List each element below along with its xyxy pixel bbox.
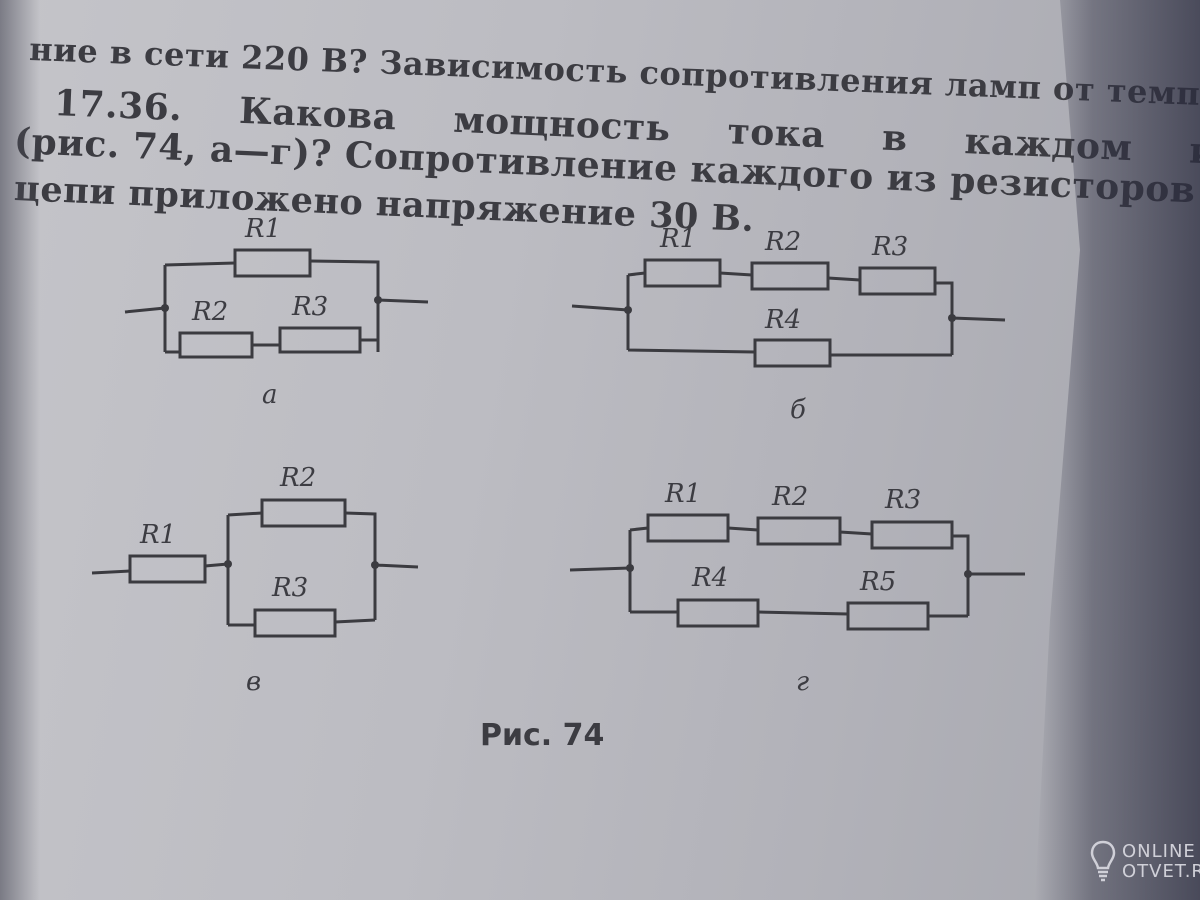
resistor-d-r4	[676, 598, 760, 628]
watermark-line-2: OTVET.RU	[1122, 861, 1200, 882]
resistor-d-r3	[870, 520, 954, 550]
resistor-d-r2	[756, 516, 842, 546]
label-b-r1: R1	[659, 224, 696, 254]
resistor-b-r3	[858, 266, 937, 296]
watermark-text: ONLINE OTVET.RU	[1122, 842, 1200, 882]
circuit-a: R1 R2 R3 а	[124, 214, 429, 410]
resistor-d-r5	[846, 601, 930, 631]
resistor-c-r3	[253, 608, 337, 638]
label-a-r2: R2	[191, 297, 228, 327]
label-circuit-c: в	[246, 667, 261, 697]
label-circuit-d: г	[796, 667, 809, 697]
watermark: ONLINE OTVET.RU	[1090, 840, 1200, 884]
resistor-c-r2	[260, 498, 347, 528]
resistor-b-r4	[753, 338, 832, 368]
label-d-r4: R4	[691, 563, 728, 593]
label-c-r2: R2	[279, 463, 316, 493]
circuit-b: R1 R2 R3 R4 б	[571, 224, 1006, 425]
resistor-b-r2	[750, 261, 830, 291]
resistor-d-r1	[646, 513, 730, 543]
label-c-r3: R3	[271, 573, 308, 603]
label-circuit-b: б	[790, 395, 806, 425]
circuit-c: R1 R2 R3 в	[91, 463, 419, 697]
label-b-r2: R2	[764, 227, 801, 257]
circuit-d: R1 R2 R3 R4 R5 г	[569, 479, 1025, 697]
label-d-r2: R2	[771, 482, 808, 512]
resistor-b-r1	[643, 258, 722, 288]
resistor-c-r1	[128, 554, 207, 584]
figure-caption: Рис. 74	[480, 718, 605, 753]
label-c-r1: R1	[139, 520, 176, 550]
label-circuit-a: а	[262, 380, 278, 410]
label-a-r3: R3	[291, 292, 328, 322]
label-d-r1: R1	[664, 479, 701, 509]
resistor-a-r2	[178, 331, 254, 359]
label-a-r1: R1	[244, 214, 281, 244]
label-b-r3: R3	[871, 232, 908, 262]
resistor-a-r1	[233, 248, 312, 278]
label-d-r5: R5	[859, 567, 896, 597]
watermark-line-1: ONLINE	[1122, 841, 1196, 862]
label-d-r3: R3	[884, 485, 921, 515]
resistor-a-r3	[278, 326, 362, 354]
label-b-r4: R4	[764, 305, 801, 335]
lightbulb-icon	[1090, 840, 1116, 882]
